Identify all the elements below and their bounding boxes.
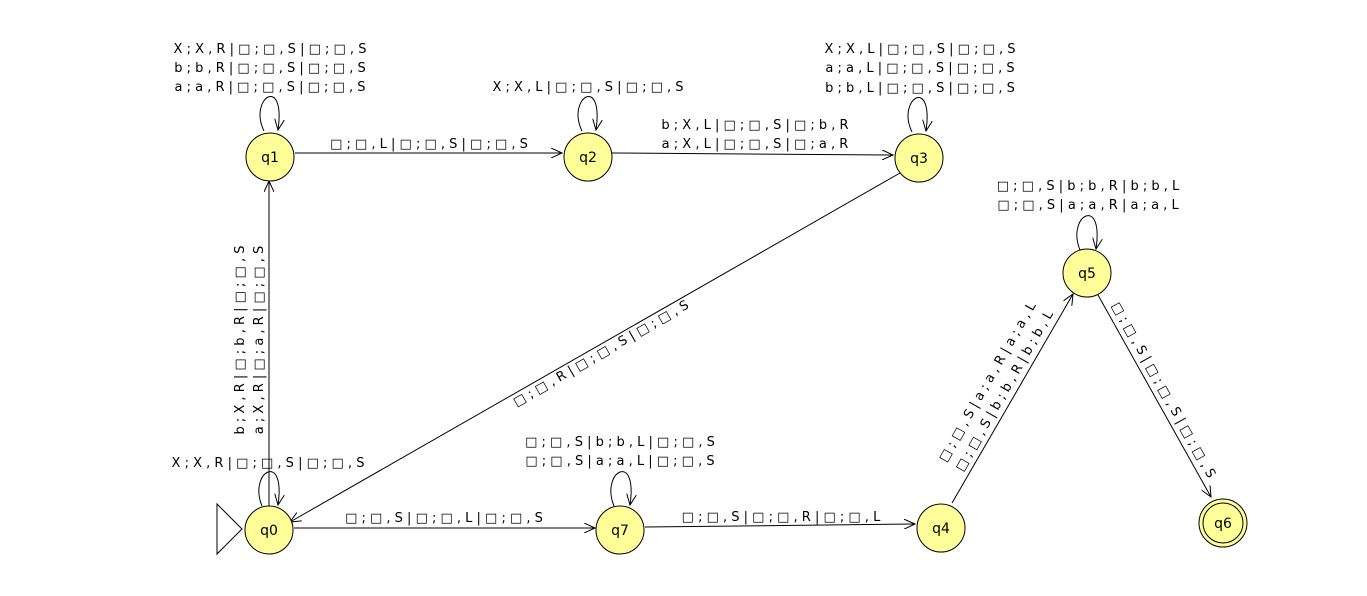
- label-q3-loop-1: X ; X , L | □ ; □ , S | □ ; □ , S: [824, 42, 1015, 57]
- label-q7-loop-2: □ ; □ , S | a ; a , L | □ ; □ , S: [525, 454, 714, 469]
- edge-q7-q4: [644, 524, 915, 527]
- loop-q7: [610, 471, 631, 506]
- label-q4-q5-2: □ ; □ , S | b ; b , R | b ; b , L: [953, 308, 1057, 474]
- loop-q3: [907, 97, 927, 133]
- edge-q3-q0: [290, 172, 901, 522]
- state-q7[interactable]: q7: [595, 505, 645, 555]
- state-q6-label: q6: [1214, 516, 1232, 532]
- label-q2-q3-1: b ; X , L | □ ; □ , S | □ ; b , R: [661, 118, 848, 133]
- label-q1-loop-2: b ; b , R | □ ; □ , S | □ ; □ , S: [174, 61, 366, 76]
- loop-q1: [259, 96, 279, 132]
- state-q4[interactable]: q4: [916, 503, 966, 553]
- label-q0-q1-2: a ; X , R | □ ; a , R | □ ; □ , S: [252, 246, 267, 434]
- state-q4-label: q4: [932, 521, 950, 537]
- state-q1[interactable]: q1: [245, 132, 295, 182]
- label-q0-q1-1: b ; X , R | □ ; b , R | □ ; □ , S: [233, 246, 248, 435]
- state-q0[interactable]: q0: [244, 505, 294, 555]
- state-q0-label: q0: [260, 523, 278, 539]
- label-q7-q4: □ ; □ , S | □ ; □ , R | □ ; □ , L: [682, 510, 881, 525]
- label-q0-loop: X ; X , R | □ ; □ , S | □ ; □ , S: [172, 456, 365, 471]
- state-q1-label: q1: [261, 150, 279, 166]
- label-q1-loop-3: a ; a , R | □ ; □ , S | □ ; □ , S: [174, 80, 365, 95]
- label-q5-loop-2: □ ; □ , S | a ; a , R | a ; a , L: [997, 198, 1179, 213]
- state-q3[interactable]: q3: [894, 133, 944, 183]
- state-q2-label: q2: [579, 150, 597, 166]
- edge-q2-q3: [611, 153, 893, 155]
- loop-q5: [1076, 215, 1097, 250]
- label-q0-q7: □ ; □ , S | □ ; □ , L | □ ; □ , S: [345, 511, 543, 526]
- state-q6[interactable]: q6: [1198, 498, 1248, 548]
- edge-q4-q5: [951, 294, 1073, 504]
- state-q5[interactable]: q5: [1062, 248, 1112, 298]
- label-q5-q6: □ ; □ , S | □ ; □ , S | □ ; □ , S: [1108, 300, 1218, 481]
- label-q3-loop-2: a ; a , L | □ ; □ , S | □ ; □ , S: [825, 61, 1014, 76]
- label-q1-loop-1: X ; X , R | □ ; □ , S | □ ; □ , S: [174, 42, 367, 57]
- initial-state-marker: [216, 502, 243, 556]
- label-q5-loop-1: □ ; □ , S | b ; b , R | b ; b , L: [997, 179, 1180, 194]
- label-q7-loop-1: □ ; □ , S | b ; b , L | □ ; □ , S: [525, 435, 715, 450]
- state-q3-label: q3: [910, 151, 928, 167]
- state-q7-label: q7: [611, 523, 629, 539]
- label-q2-q3-2: a ; X , L | □ ; □ , S | □ ; a , R: [662, 137, 849, 152]
- loop-q0: [258, 471, 279, 506]
- label-q1-q2: □ ; □ , L | □ ; □ , S | □ ; □ , S: [330, 137, 528, 152]
- label-q3-loop-3: b ; b , L | □ ; □ , S | □ ; □ , S: [825, 81, 1015, 96]
- label-q2-loop: X ; X , L | □ ; □ , S | □ ; □ , S: [492, 80, 683, 95]
- state-q2[interactable]: q2: [563, 132, 613, 182]
- loop-q2: [577, 96, 597, 132]
- edge-q5-q6: [1097, 294, 1211, 497]
- label-q3-q0: □ ; □ , R | □ ; □ , S | □ ; □ , S: [511, 298, 692, 410]
- state-q5-label: q5: [1078, 266, 1096, 282]
